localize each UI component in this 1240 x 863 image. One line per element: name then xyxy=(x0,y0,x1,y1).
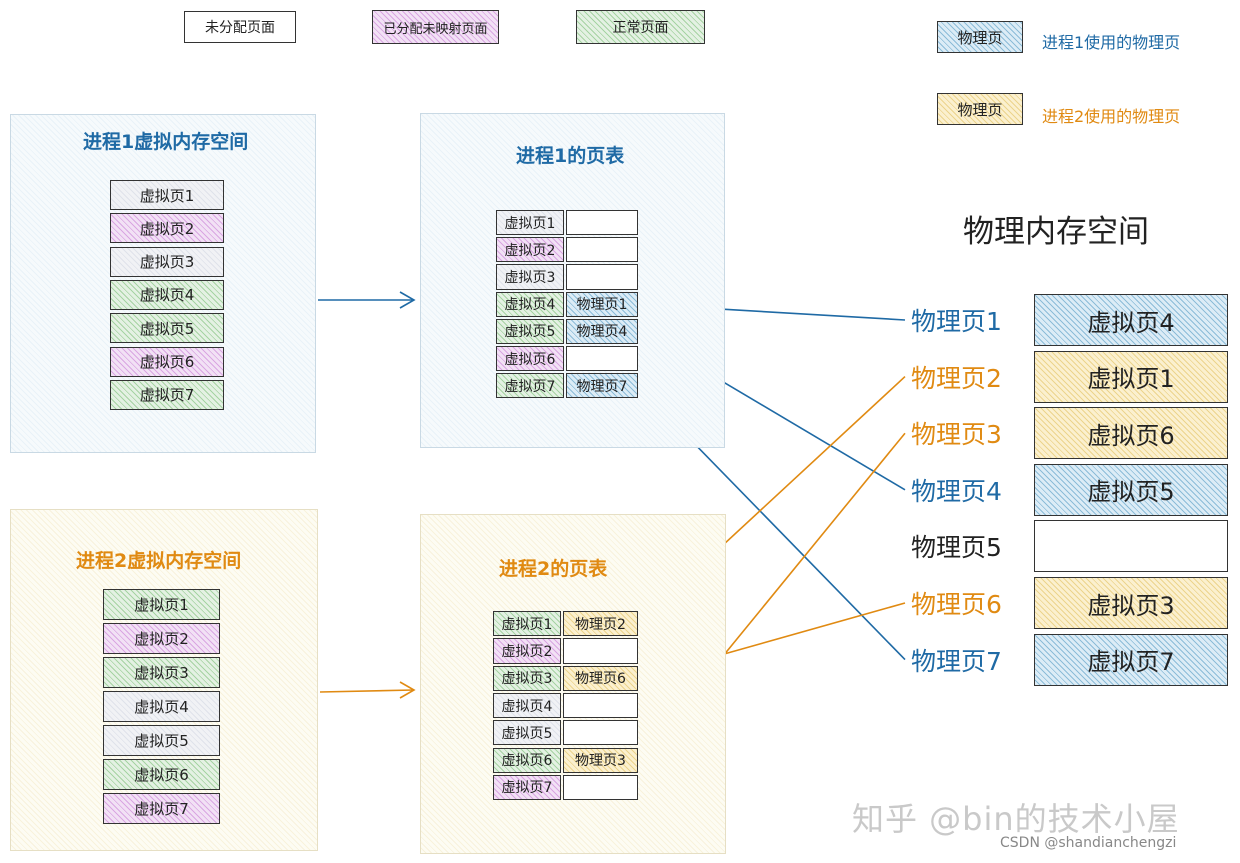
physical-page-cell: 虚拟页7 xyxy=(1034,633,1228,686)
virtual-page: 虚拟页6 xyxy=(110,346,224,377)
virtual-page: 虚拟页7 xyxy=(103,793,220,824)
page-table-ppage xyxy=(566,210,638,236)
legend-unallocated: 未分配页面 xyxy=(184,11,296,43)
page-table-vpage: 虚拟页4 xyxy=(493,692,561,719)
physical-page-label: 物理页4 xyxy=(911,476,1002,506)
page-table-vpage: 虚拟页1 xyxy=(496,210,564,236)
virtual-page: 虚拟页2 xyxy=(110,213,224,244)
page-table-ppage xyxy=(563,638,638,664)
physical-memory-title: 物理内存空间 xyxy=(963,214,1149,250)
virtual-page: 虚拟页2 xyxy=(103,623,220,654)
physical-page-cell: 虚拟页6 xyxy=(1034,407,1228,460)
page-table-ppage xyxy=(563,720,638,746)
physical-page-label: 物理页6 xyxy=(911,590,1002,619)
vspace-to-pagetable-arrow-1-head xyxy=(399,291,416,309)
legend-process1-physical: 物理页 xyxy=(937,21,1023,53)
page-table-vpage: 虚拟页5 xyxy=(493,720,561,746)
process2-page-table-title: 进程2的页表 xyxy=(499,558,608,580)
vspace-to-pagetable-arrow-2-head xyxy=(399,681,416,699)
physical-page-label: 物理页7 xyxy=(911,646,1002,676)
page-table-vpage: 虚拟页2 xyxy=(493,638,561,664)
page-table-ppage: 物理页6 xyxy=(563,665,638,691)
legend-allocated-unmapped: 已分配未映射页面 xyxy=(372,10,499,44)
physical-page-label: 物理页3 xyxy=(911,420,1002,450)
virtual-page: 虚拟页5 xyxy=(110,313,224,344)
page-table-ppage xyxy=(563,692,638,719)
virtual-page: 虚拟页1 xyxy=(110,180,224,210)
page-table-ppage: 物理页2 xyxy=(563,611,638,637)
virtual-page: 虚拟页1 xyxy=(103,589,220,620)
process1-virtual-space-title: 进程1虚拟内存空间 xyxy=(83,131,249,153)
virtual-page: 虚拟页4 xyxy=(110,279,224,310)
physical-page-label: 物理页5 xyxy=(911,533,1002,563)
process1-page-table-title: 进程1的页表 xyxy=(516,145,625,167)
physical-page-cell: 虚拟页3 xyxy=(1034,577,1228,629)
legend-process1-desc: 进程1使用的物理页 xyxy=(1042,33,1181,52)
page-table-vpage: 虚拟页6 xyxy=(493,747,561,773)
page-table-ppage xyxy=(566,346,638,372)
page-table-vpage: 虚拟页6 xyxy=(496,346,564,372)
page-table-ppage: 物理页1 xyxy=(566,291,638,317)
watermark-main: 知乎 @bin的技术小屋 xyxy=(852,800,1180,838)
legend-process2-desc: 进程2使用的物理页 xyxy=(1042,107,1181,126)
virtual-page: 虚拟页3 xyxy=(103,657,220,688)
physical-page-cell: 虚拟页4 xyxy=(1034,294,1228,346)
page-table-vpage: 虚拟页7 xyxy=(496,373,564,399)
vspace-to-pagetable-arrow-2 xyxy=(319,689,415,693)
page-table-vpage: 虚拟页2 xyxy=(496,237,564,263)
physical-page-cell xyxy=(1034,520,1228,573)
physical-page-cell: 虚拟页1 xyxy=(1034,350,1228,403)
physical-page-cell: 虚拟页5 xyxy=(1034,463,1228,516)
page-table-vpage: 虚拟页3 xyxy=(496,264,564,290)
page-table-vpage: 虚拟页4 xyxy=(496,291,564,317)
virtual-page: 虚拟页7 xyxy=(110,379,224,410)
virtual-page: 虚拟页6 xyxy=(103,759,220,790)
page-table-vpage: 虚拟页7 xyxy=(493,774,561,801)
physical-page-label: 物理页2 xyxy=(911,363,1002,393)
legend-process2-physical: 物理页 xyxy=(937,93,1023,125)
physical-page-label: 物理页1 xyxy=(911,307,1002,336)
watermark-sub: CSDN @shandianchengzi xyxy=(1000,835,1177,851)
page-table-ppage xyxy=(566,264,638,290)
legend-normal: 正常页面 xyxy=(576,10,705,44)
page-table-ppage: 物理页4 xyxy=(566,318,638,344)
page-table-ppage xyxy=(563,774,638,801)
page-table-ppage: 物理页3 xyxy=(563,747,638,773)
page-table-ppage xyxy=(566,237,638,263)
page-table-ppage: 物理页7 xyxy=(566,373,638,399)
page-table-vpage: 虚拟页1 xyxy=(493,611,561,637)
virtual-page: 虚拟页3 xyxy=(110,246,224,277)
virtual-page: 虚拟页4 xyxy=(103,691,220,722)
process2-virtual-space-title: 进程2虚拟内存空间 xyxy=(76,550,242,572)
page-table-vpage: 虚拟页3 xyxy=(493,665,561,691)
virtual-page: 虚拟页5 xyxy=(103,725,220,756)
page-table-vpage: 虚拟页5 xyxy=(496,318,564,344)
